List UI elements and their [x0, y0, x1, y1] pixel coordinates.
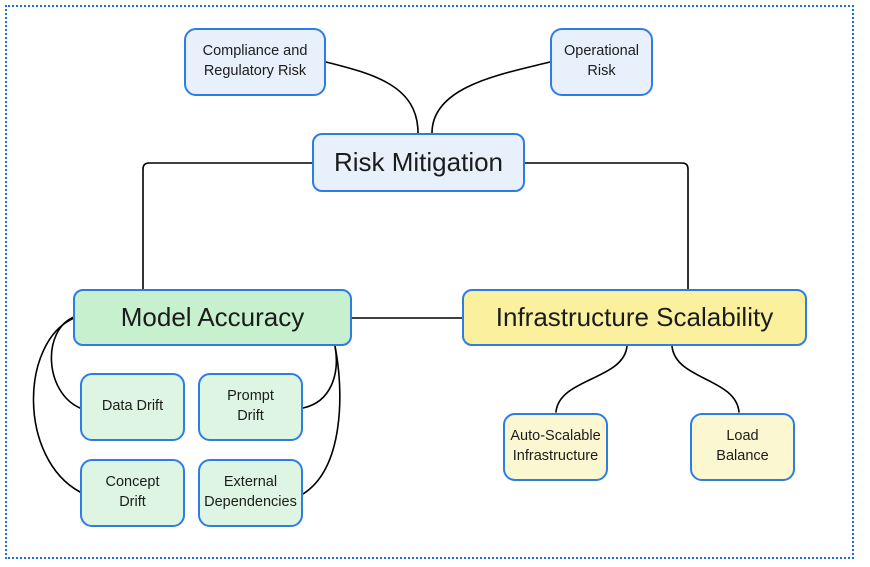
- diagram-frame: [5, 5, 854, 559]
- node-auto-scalable-infrastructure[interactable]: Auto-Scalable Infrastructure: [503, 413, 608, 481]
- node-label: External Dependencies: [204, 474, 297, 510]
- node-prompt-drift[interactable]: Prompt Drift: [198, 373, 303, 441]
- node-model-accuracy[interactable]: Model Accuracy: [73, 289, 352, 346]
- node-risk-mitigation[interactable]: Risk Mitigation: [312, 133, 525, 192]
- node-label: Model Accuracy: [120, 301, 305, 332]
- node-concept-drift[interactable]: Concept Drift: [80, 459, 185, 527]
- node-label: Auto-Scalable Infrastructure: [510, 428, 601, 464]
- node-label: Operational Risk: [564, 43, 639, 79]
- node-load-balance[interactable]: Load Balance: [690, 413, 795, 481]
- node-operational-risk[interactable]: Operational Risk: [550, 28, 653, 96]
- node-infrastructure-scalability[interactable]: Infrastructure Scalability: [462, 289, 807, 346]
- node-external-dependencies[interactable]: External Dependencies: [198, 459, 303, 527]
- node-label: Concept Drift: [105, 474, 160, 510]
- node-label: Infrastructure Scalability: [495, 301, 774, 332]
- node-label: Load Balance: [716, 428, 769, 464]
- node-label: Compliance and Regulatory Risk: [202, 43, 308, 79]
- node-data-drift[interactable]: Data Drift: [80, 373, 185, 441]
- node-label: Risk Mitigation: [333, 146, 504, 177]
- node-label: Prompt Drift: [227, 388, 274, 424]
- node-label: Data Drift: [101, 398, 164, 415]
- node-compliance-regulatory-risk[interactable]: Compliance and Regulatory Risk: [184, 28, 326, 96]
